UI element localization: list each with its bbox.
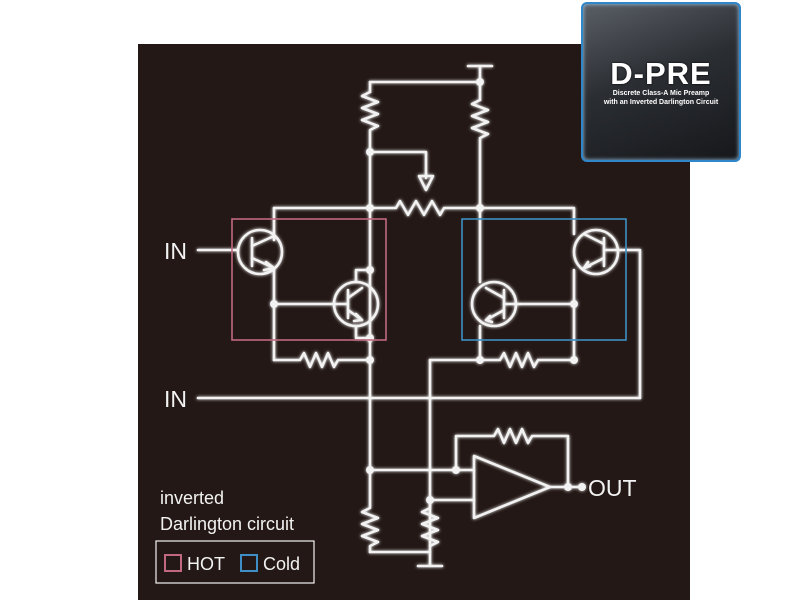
junction-dots xyxy=(270,78,586,504)
transistor-cold-output xyxy=(470,280,522,328)
resistor-bottom-left xyxy=(360,468,380,554)
legend-caption-line1: inverted xyxy=(160,488,224,508)
hot-legend-label: HOT xyxy=(187,554,225,574)
in-label-bottom: IN xyxy=(164,386,187,412)
opamp-stage xyxy=(368,427,584,520)
transistor-cold-input xyxy=(572,228,620,276)
resistor-top-left xyxy=(360,90,380,154)
cold-side-wiring xyxy=(196,206,642,554)
hot-side-wiring xyxy=(196,150,372,472)
transistor-hot-input xyxy=(236,228,284,276)
cold-legend-label: Cold xyxy=(263,554,300,574)
badge-subtitle-line1: Discrete Class-A Mic Preamp xyxy=(612,90,710,97)
cold-swatch xyxy=(240,554,258,572)
potentiometer xyxy=(368,150,480,217)
transistor-hot-output xyxy=(332,280,380,328)
in-label-top: IN xyxy=(164,238,187,264)
resistor-top-right xyxy=(470,98,490,212)
cold-region-box xyxy=(461,218,627,341)
ground-symbol xyxy=(368,550,444,568)
resistor-bottom-right xyxy=(420,498,440,548)
legend-frame xyxy=(155,540,315,584)
d-pre-logo-badge: D-PRE Discrete Class-A Mic Preamp with a… xyxy=(581,2,741,162)
badge-title: D-PRE xyxy=(610,56,712,91)
hot-swatch xyxy=(164,554,182,572)
hot-region-box xyxy=(231,218,387,341)
out-label: OUT xyxy=(588,475,637,501)
legend-caption-line2: Darlington circuit xyxy=(160,514,294,534)
supply-rail xyxy=(368,64,494,102)
badge-subtitle-line2: with an Inverted Darlington Circuit xyxy=(603,99,719,106)
